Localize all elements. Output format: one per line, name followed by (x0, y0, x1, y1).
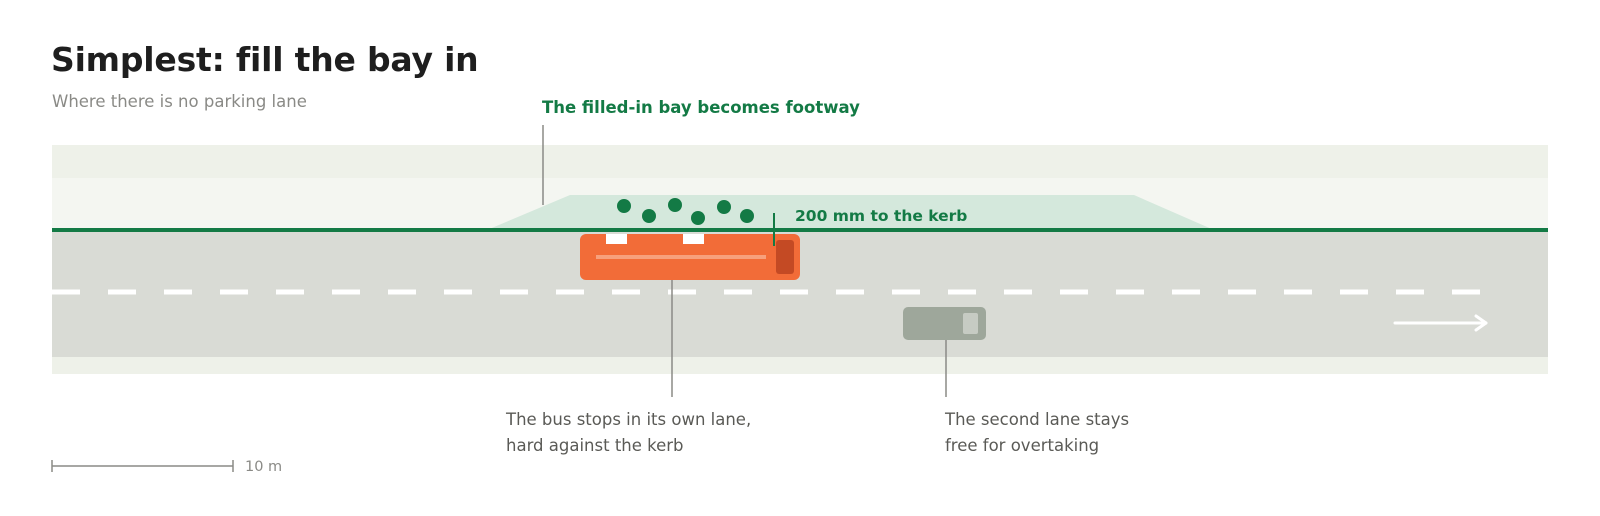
footway-outer (52, 145, 1548, 178)
bus (580, 234, 800, 280)
bus-annotation-line2: hard against the kerb (506, 436, 684, 455)
kerb-gap-annotation: 200 mm to the kerb (795, 207, 967, 225)
scale-bar-label: 10 m (245, 459, 282, 475)
footway-annotation: The filled-in bay becomes footway (542, 98, 860, 117)
arrow-right-icon (1393, 314, 1488, 332)
overtake-annotation-line2: free for overtaking (945, 436, 1099, 455)
overtake-annotation-line1: The second lane stays (944, 410, 1129, 429)
road-verge (52, 357, 1548, 374)
bus-annotation-line1: The bus stops in its own lane, (505, 410, 751, 429)
car (903, 307, 986, 340)
page-title: Simplest: fill the bay in (51, 40, 479, 79)
person-dot-icon (617, 198, 754, 225)
scale-bar (51, 460, 234, 472)
page-subtitle: Where there is no parking lane (52, 92, 307, 111)
kerb-line (52, 228, 1548, 232)
